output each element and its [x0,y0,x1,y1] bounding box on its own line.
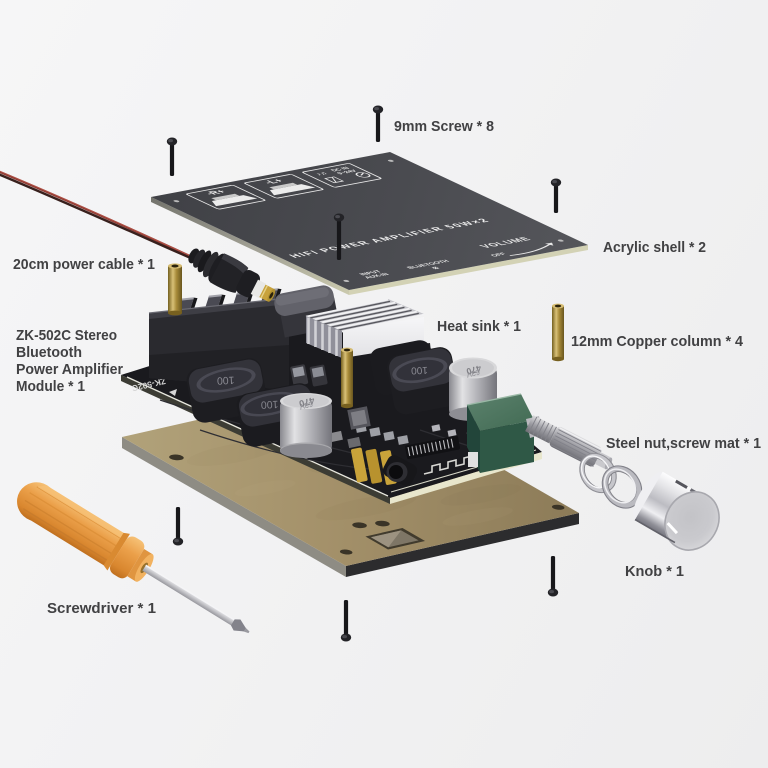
svg-text:⦻: ⦻ [430,266,441,270]
svg-text:100: 100 [410,364,428,376]
svg-text:470: 470 [465,363,482,377]
svg-text:63V: 63V [466,367,481,379]
svg-text:20cm power cable * 1: 20cm power cable * 1 [13,256,155,273]
svg-text:INPUT: INPUT [358,270,384,277]
svg-text:Knob * 1: Knob * 1 [625,563,684,580]
svg-text:470: 470 [298,394,316,409]
svg-text:AUX-IN: AUX-IN [363,272,392,279]
svg-text:DC IN: DC IN [330,167,351,173]
svg-text:100: 100 [216,374,234,387]
svg-text:♪♬: ♪♬ [312,170,331,176]
svg-text:9mm Screw * 8: 9mm Screw * 8 [394,118,494,135]
svg-text:-L+: -L+ [262,178,287,186]
svg-text:Steel nut,screw mat * 1: Steel nut,screw mat * 1 [606,435,761,452]
svg-text:Module * 1: Module * 1 [16,378,85,395]
svg-text:Heat sink * 1: Heat sink * 1 [437,318,521,335]
svg-text:OFF: OFF [489,252,508,257]
svg-text:Bluetooth: Bluetooth [16,344,82,361]
svg-text:Power Amplifier: Power Amplifier [16,361,123,378]
svg-text:BLUETOOTH: BLUETOOTH [406,259,452,269]
svg-text:100: 100 [260,398,278,411]
svg-text:ZK-502C Stereo: ZK-502C Stereo [16,327,117,344]
svg-text:9~24V: 9~24V [336,170,359,176]
svg-text:Acrylic shell * 2: Acrylic shell * 2 [603,239,706,256]
svg-text:63V: 63V [299,399,314,411]
svg-text:Screwdriver * 1: Screwdriver * 1 [47,600,156,617]
svg-text:-R+: -R+ [203,189,229,197]
svg-text:12mm Copper column * 4: 12mm Copper column * 4 [571,333,744,350]
